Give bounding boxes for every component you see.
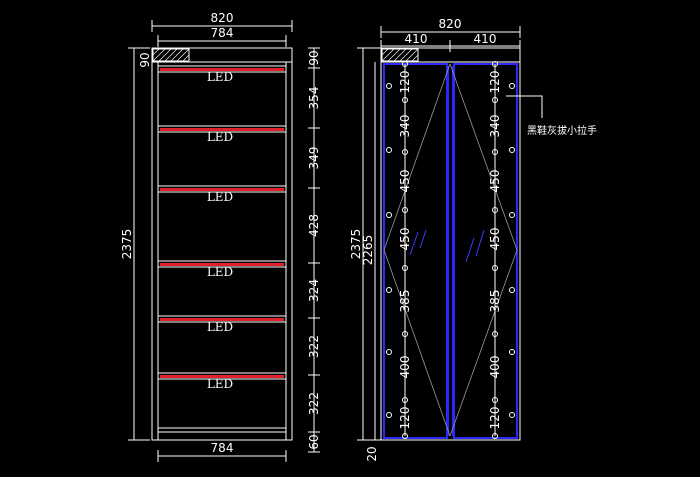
- right-top-dimension-820: [380, 26, 521, 38]
- left-top-dimension-820: [151, 20, 293, 32]
- side-hole-marker: [509, 147, 515, 153]
- hole-marker: [402, 97, 408, 103]
- vertical-spacing-label: 450: [398, 228, 412, 251]
- shelf-spacing-label: 354: [307, 87, 321, 110]
- right-handle-callout: [506, 95, 543, 118]
- hole-marker: [402, 433, 408, 439]
- led-strip: [160, 188, 284, 191]
- vertical-spacing-label: 120: [398, 71, 412, 94]
- side-hole-marker: [509, 349, 515, 355]
- hole-marker: [492, 149, 498, 155]
- hole-marker: [492, 397, 498, 403]
- hole-marker: [402, 397, 408, 403]
- vertical-spacing-label: 340: [398, 115, 412, 138]
- left-height-dimension: [128, 47, 150, 441]
- led-strip: [160, 128, 284, 131]
- shelf-spacing-label: 90: [307, 50, 321, 65]
- left-top-dimension-784: [157, 35, 287, 47]
- left-width-inner: 784: [211, 26, 234, 40]
- vertical-spacing-label: 400: [488, 356, 502, 379]
- shelf-spacing-label: 428: [307, 214, 321, 237]
- led-label: LED: [207, 190, 233, 204]
- hole-marker: [402, 149, 408, 155]
- hole-marker: [492, 433, 498, 439]
- hole-marker: [492, 61, 498, 67]
- left-top-hatch: [152, 48, 190, 62]
- left-cabinet-outline: [151, 47, 293, 441]
- side-hole-marker: [386, 412, 392, 418]
- right-chain-dimensions: 120 340 450 450 385 400 120 120 340 450 450 385 400 1…: [386, 61, 515, 439]
- right-bottom-offset: 20: [365, 446, 379, 461]
- vertical-spacing-label: 385: [398, 290, 412, 313]
- vertical-spacing-label: 450: [398, 170, 412, 193]
- led-label: LED: [207, 265, 233, 279]
- vertical-spacing-label: 450: [488, 170, 502, 193]
- vertical-spacing-label: 385: [488, 290, 502, 313]
- led-strip: [160, 318, 284, 321]
- left-chain-dimensions: 90 354 349 428 324 322 322 60: [307, 47, 321, 453]
- right-half-width-left: 410: [405, 32, 428, 46]
- led-label: LED: [207, 320, 233, 334]
- right-width-outer: 820: [439, 17, 462, 31]
- shelf-spacing-label: 60: [307, 434, 321, 449]
- left-width-outer: 820: [211, 11, 234, 25]
- right-half-width-right: 410: [474, 32, 497, 46]
- right-cabinet-view: 820 410 410 2375 2265 20: [349, 17, 597, 462]
- shelf-spacing-label: 322: [307, 392, 321, 415]
- side-hole-marker: [386, 147, 392, 153]
- led-strip: [160, 375, 284, 378]
- led-strip: [160, 263, 284, 266]
- side-hole-marker: [509, 83, 515, 89]
- shelf-spacing-label: 349: [307, 147, 321, 170]
- shelf-spacing-label: 322: [307, 335, 321, 358]
- hole-marker: [492, 207, 498, 213]
- right-door-swing-lines: [383, 63, 518, 437]
- right-inner-height: 2265: [361, 235, 375, 266]
- side-hole-marker: [386, 212, 392, 218]
- left-bottom-width: 784: [211, 441, 234, 455]
- side-hole-marker: [386, 287, 392, 293]
- left-overall-height: 2375: [120, 229, 134, 260]
- right-height-dimension: [357, 47, 381, 441]
- side-hole-marker: [509, 287, 515, 293]
- hole-marker: [492, 265, 498, 271]
- led-strip: [160, 68, 284, 71]
- hole-marker: [402, 207, 408, 213]
- vertical-spacing-label: 120: [398, 407, 412, 430]
- vertical-spacing-label: 400: [398, 356, 412, 379]
- led-label: LED: [207, 70, 233, 84]
- vertical-spacing-label: 120: [488, 71, 502, 94]
- left-cabinet-view: 820 784 2375 90: [120, 11, 321, 462]
- side-hole-marker: [386, 83, 392, 89]
- shelf-spacing-label: 324: [307, 279, 321, 302]
- led-label: LED: [207, 130, 233, 144]
- side-hole-marker: [509, 212, 515, 218]
- right-glass-marks: [409, 229, 485, 263]
- vertical-spacing-label: 120: [488, 407, 502, 430]
- right-top-dimension-halves: [380, 40, 521, 52]
- right-top-hatch: [381, 48, 419, 62]
- hole-marker: [492, 331, 498, 337]
- left-top-offset: 90: [138, 52, 152, 67]
- vertical-spacing-label: 340: [488, 115, 502, 138]
- side-hole-marker: [509, 412, 515, 418]
- left-shelves: LED LED LED LED LED LED: [158, 65, 286, 391]
- led-label: LED: [207, 377, 233, 391]
- vertical-spacing-label: 450: [488, 228, 502, 251]
- right-handle-note: 黑鞋灰拔小拉手: [527, 124, 597, 137]
- right-cabinet-outline: [380, 47, 521, 441]
- hole-marker: [402, 61, 408, 67]
- left-bottom-dimension: [157, 450, 287, 462]
- side-hole-marker: [386, 349, 392, 355]
- hole-marker: [402, 265, 408, 271]
- hole-marker: [402, 331, 408, 337]
- hole-marker: [492, 97, 498, 103]
- right-overall-height: 2375: [349, 229, 363, 260]
